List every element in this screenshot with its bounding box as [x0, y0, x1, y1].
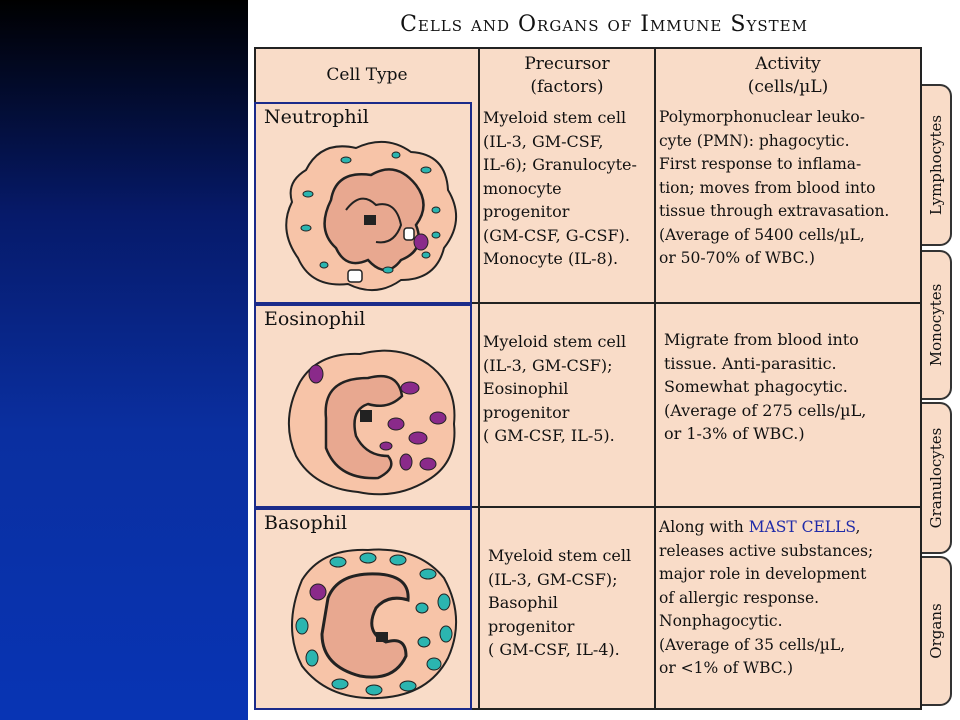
- tab-lymphocytes: Lymphocytes: [922, 84, 952, 246]
- basophil-activity-prefix: Along with: [659, 518, 749, 536]
- row1-divider-a: [478, 100, 480, 304]
- row2-divider-b: [654, 304, 656, 508]
- tab-organs: Organs: [922, 556, 952, 706]
- header-activity-line1: Activity: [755, 54, 821, 74]
- header-precursor: Precursor (factors): [478, 47, 656, 102]
- header-cell-type-label: Cell Type: [326, 65, 408, 85]
- header-activity: Activity (cells/µL): [654, 47, 922, 102]
- header-cell-type: Cell Type: [254, 47, 480, 102]
- basophil-precursor: Myeloid stem cell (IL-3, GM-CSF); Basoph…: [488, 546, 632, 659]
- basophil-activity-suffix: ,: [855, 518, 861, 536]
- header-activity-line2: (cells/µL): [747, 77, 829, 97]
- neutrophil-activity: Polymorphonuclear leuko- cyte (PMN): pha…: [659, 108, 890, 267]
- row3-divider-a: [478, 508, 480, 710]
- tab-monocytes: Monocytes: [922, 250, 952, 400]
- tab-granulocytes: Granulocytes: [922, 402, 952, 554]
- neutrophil-illustration: [285, 141, 458, 291]
- eosinophil-activity: Migrate from blood into tissue. Anti-par…: [664, 330, 867, 443]
- basophil-name: Basophil: [264, 512, 348, 534]
- figure-card: Cells and Organs of Immune System Cell T…: [248, 0, 960, 720]
- eosinophil-precursor: Myeloid stem cell (IL-3, GM-CSF); Eosino…: [483, 332, 627, 445]
- eosinophil-name: Eosinophil: [264, 308, 366, 330]
- mast-cells-highlight: MAST CELLS: [748, 518, 856, 536]
- basophil-activity-rest: releases active substances; major role i…: [659, 541, 874, 678]
- neutrophil-precursor: Myeloid stem cell (IL-3, GM-CSF, IL-6); …: [483, 108, 637, 268]
- tab-lymphocytes-label: Lymphocytes: [927, 114, 945, 216]
- header-precursor-line1: Precursor: [524, 54, 610, 74]
- row1-divider-b: [654, 100, 656, 304]
- basophil-activity: Along with MAST CELLS, releases active s…: [659, 516, 873, 681]
- tab-monocytes-label: Monocytes: [927, 283, 945, 367]
- figure-title: Cells and Organs of Immune System: [400, 12, 808, 37]
- neutrophil-name: Neutrophil: [264, 106, 369, 128]
- tab-organs-label: Organs: [927, 603, 945, 659]
- eosinophil-illustration: [287, 349, 456, 496]
- row3-divider-b: [654, 508, 656, 710]
- header-precursor-line2: (factors): [530, 77, 604, 97]
- basophil-illustration: [291, 548, 457, 700]
- tab-granulocytes-label: Granulocytes: [927, 427, 945, 529]
- row2-divider-a: [478, 304, 480, 508]
